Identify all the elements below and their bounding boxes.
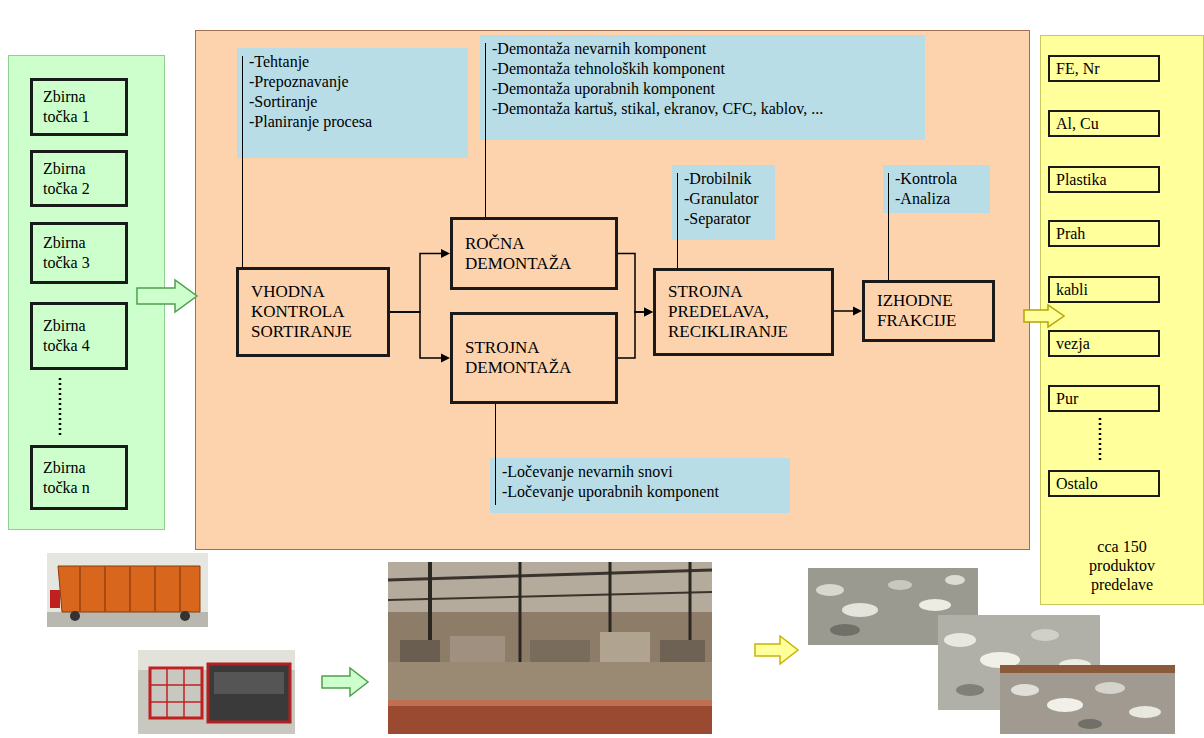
note-item: -Granulator [684,189,769,209]
output-fraction-box: FE, Nr [1048,55,1160,82]
note-item: -Separator [684,209,769,229]
collection-point-box: Zbirna točka 1 [30,78,128,136]
scrap-photo [1000,665,1175,734]
output-panel: cca 150 produktov predelave FE, Nr Al, Cu P… [1040,35,1204,605]
node-label: ROČNA DEMONTAŽA [465,234,603,274]
arrow-head [853,307,862,316]
leader-line [242,158,243,267]
node-label: FE, Nr [1056,59,1152,78]
flow-arrow [390,249,450,312]
node-label: Zbirna točka 4 [43,316,115,356]
node-label: IZHODNE FRAKCIJE [877,291,980,331]
node-label: Prah [1056,224,1152,243]
note-item: -Demontaža kartuš, stikal, ekranov, CFC,… [492,99,919,119]
collection-point-box: Zbirna točka 4 [30,302,128,370]
note-item: -Drobilnik [684,169,769,189]
node-label: Zbirna točka n [43,458,115,498]
process-box: IZHODNE FRAKCIJE [862,280,995,342]
note-box: -Kontrola-Analiza [883,165,990,213]
note-box: -Drobilnik-Granulator-Separator [672,165,775,240]
output-fraction-box: Pur [1048,385,1160,412]
leader-line [888,213,889,280]
node-label: Zbirna točka 1 [43,87,115,127]
note-item: -Demontaža tehnoloških komponent [492,59,919,79]
note-bracket [888,173,889,213]
note-item: -Ločevanje nevarnih snovi [502,462,784,482]
node-label: vezja [1056,334,1152,353]
note-box: -Demontaža nevarnih komponent-Demontaža … [480,35,925,140]
node-label: Pur [1056,389,1152,408]
container-photo [47,553,208,627]
arrow-head [644,308,653,317]
node-label: STROJNA PREDELAVA, RECIKLIRANJE [668,282,819,342]
node-label: Zbirna točka 2 [43,159,115,199]
ellipsis-dots [1099,418,1102,462]
cage-photo [138,650,295,734]
node-label: kabli [1056,280,1152,299]
note-item: -Planiranje procesa [249,112,462,132]
collection-point-box: Zbirna točka 2 [30,150,128,207]
flow-arrow [618,254,653,317]
note-item: -Prepoznavanje [249,72,462,92]
node-label: Ostalo [1056,474,1152,493]
note-item: -Tehtanje [249,52,462,72]
leader-line [485,140,486,217]
process-box: VHODNA KONTROLA SORTIRANJE [236,267,390,357]
node-label: STROJNA DEMONTAŽA [465,338,603,378]
note-item: -Ločevanje uporabnih komponent [502,482,784,502]
node-label: cca 150 produktov predelave [1072,537,1172,594]
flow-arrow [322,668,368,696]
process-box: STROJNA DEMONTAŽA [450,312,618,404]
flow-arrow [1024,305,1064,327]
arrow-head [441,354,450,363]
note-item: -Demontaža uporabnih komponent [492,79,919,99]
flow-arrow [390,312,450,363]
node-label: VHODNA KONTROLA SORTIRANJE [251,282,375,342]
flow-arrow [618,308,653,359]
leader-line [677,240,678,268]
output-fraction-box: Prah [1048,220,1160,247]
note-box: -Ločevanje nevarnih snovi-Ločevanje upor… [490,458,790,513]
note-item: -Kontrola [895,169,984,189]
factory-photo [388,562,712,734]
output-fraction-box: vezja [1048,330,1160,357]
note-item: -Demontaža nevarnih komponent [492,39,919,59]
note-item: -Analiza [895,189,984,209]
note-bracket [242,56,243,158]
collection-point-box: Zbirna točka 3 [30,222,128,284]
flow-arrow [755,636,798,664]
arrow-head [644,308,653,317]
leader-line [495,404,496,458]
flow-arrow [834,307,862,316]
output-fraction-box: Ostalo [1048,470,1160,497]
note-bracket [677,173,678,240]
collection-point-box: Zbirna točka n [30,445,128,510]
node-label: Al, Cu [1056,114,1152,133]
note-item: -Sortiranje [249,92,462,112]
note-bracket [495,458,496,505]
note-box: -Tehtanje-Prepoznavanje-Sortiranje-Plani… [237,48,468,158]
output-fraction-box: Al, Cu [1048,110,1160,137]
arrow-head [441,249,450,258]
node-label: Zbirna točka 3 [43,233,115,273]
process-box: STROJNA PREDELAVA, RECIKLIRANJE [653,268,834,356]
process-panel: -Tehtanje-Prepoznavanje-Sortiranje-Plani… [195,30,1030,550]
ellipsis-dots [59,378,62,438]
node-label: Plastika [1056,170,1152,189]
output-fraction-box: kabli [1048,276,1160,303]
process-box: ROČNA DEMONTAŽA [450,217,618,290]
note-bracket [485,43,486,140]
flow-arrow [137,280,197,312]
collection-panel: Zbirna točka 1 Zbirna točka 2 Zbirna točka… [8,55,165,530]
output-fraction-box: Plastika [1048,166,1160,193]
